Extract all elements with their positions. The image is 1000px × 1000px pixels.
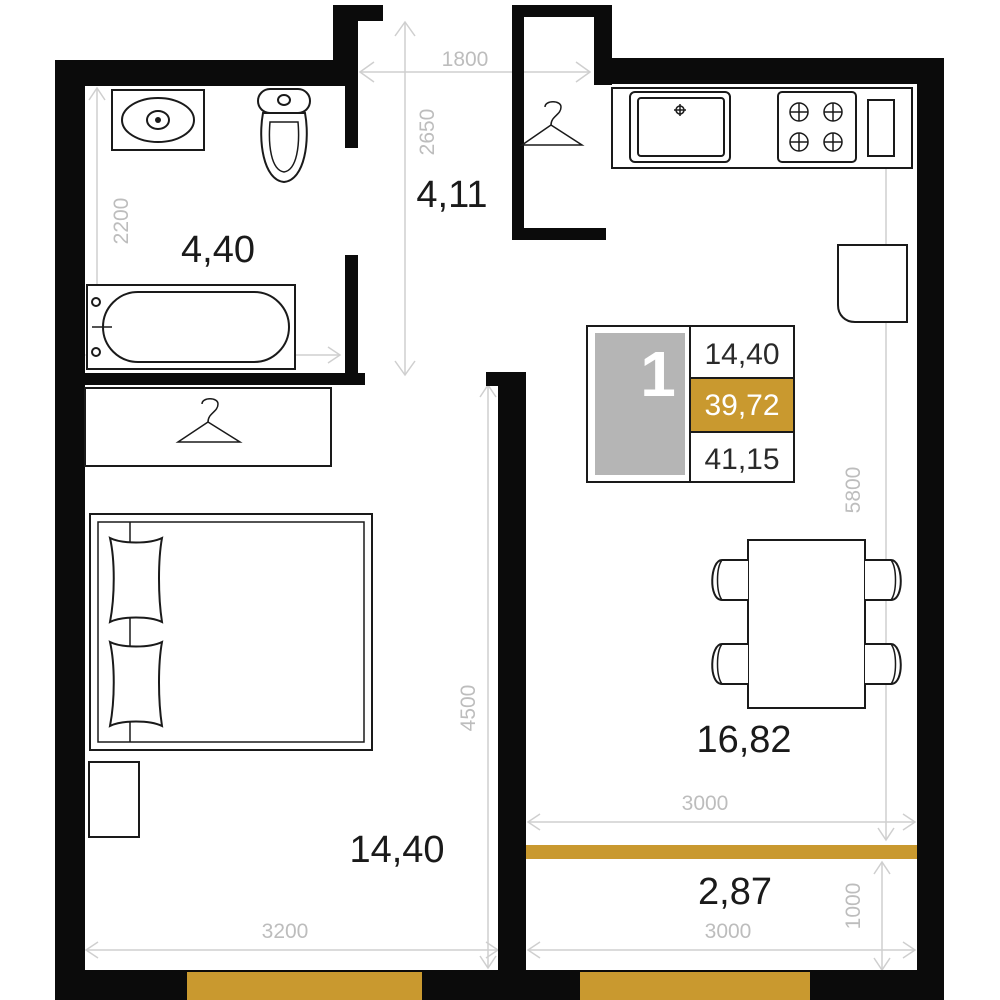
balcony-door-strip [526, 845, 917, 859]
chair-icon [865, 643, 902, 685]
dimension-labels: 1800 2650 2200 2000 4500 3200 5800 3000 … [110, 48, 865, 943]
dim-top-width: 1800 [442, 48, 489, 71]
kitchen-living-area-label: 16,82 [696, 719, 791, 761]
room-area-labels: 4,40 4,11 14,40 16,82 2,87 [181, 174, 792, 913]
bathtub-icon [86, 284, 296, 370]
dim-kitchen-height: 5800 [842, 467, 865, 514]
hallway-area-label: 4,11 [416, 174, 487, 216]
chair-icon [711, 559, 748, 601]
dimension-lines [84, 20, 917, 972]
dim-bedroom-height: 4500 [457, 685, 480, 732]
walls [55, 5, 944, 1000]
dim-hall-height: 2650 [416, 109, 439, 156]
toilet-icon [257, 88, 311, 184]
dim-balcony-width: 3000 [705, 920, 752, 943]
nightstand-icon [88, 761, 140, 838]
room-count-block [595, 333, 685, 475]
bedroom-window [187, 972, 422, 1000]
hall-wardrobe [84, 387, 332, 467]
bathroom-area-label: 4,40 [181, 229, 255, 271]
room-count: 1 [640, 338, 676, 410]
pillow-icon [108, 536, 164, 624]
living-area-value: 14,40 [704, 338, 779, 371]
fridge-icon [837, 244, 908, 323]
total-area-value: 39,72 [704, 389, 779, 422]
pillow-icon [108, 640, 164, 728]
hanger-icon [519, 101, 585, 146]
windows [187, 845, 917, 1000]
total-area-highlight [691, 379, 793, 431]
chair-icon [711, 643, 748, 685]
hanger-icon [175, 398, 243, 443]
dim-kitchen-width: 3000 [682, 792, 729, 815]
dim-balcony-height: 1000 [842, 883, 865, 930]
kitchen-counter [611, 87, 913, 169]
bed-icon [89, 513, 373, 751]
total-with-balcony-value: 41,15 [704, 443, 779, 476]
kitchen-window [580, 972, 810, 1000]
dining-table-icon [711, 539, 902, 709]
sink-icon [111, 89, 205, 151]
apartment-summary-badge: 1 14,40 39,72 41,15 [586, 325, 795, 483]
niche-wardrobe [519, 101, 585, 146]
chair-icon [865, 559, 902, 601]
kitchen-sink-icon [629, 91, 731, 163]
dim-bedroom-width: 3200 [262, 920, 309, 943]
bedroom-area-label: 14,40 [349, 829, 444, 871]
stove-icon [777, 91, 857, 163]
dim-bath-height: 2200 [110, 198, 133, 245]
balcony-area-label: 2,87 [698, 871, 772, 913]
